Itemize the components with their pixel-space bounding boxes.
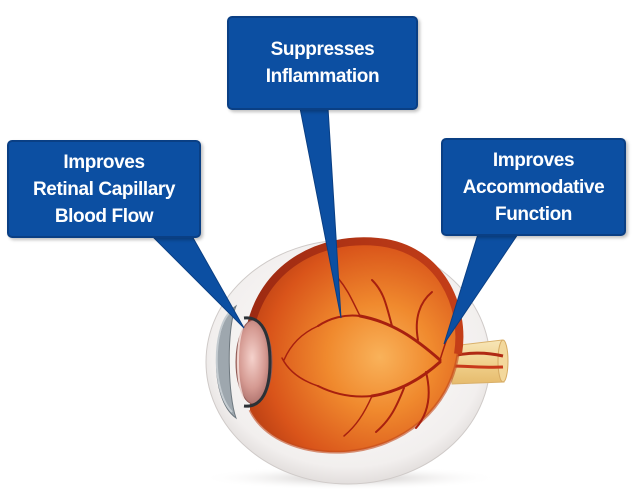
callout-line: Suppresses	[271, 36, 375, 63]
callout-line: Improves	[493, 147, 574, 174]
callout-line: Improves	[63, 149, 144, 176]
callout-line: Inflammation	[266, 63, 379, 90]
callout-accommodative-function: Improves Accommodative Function	[441, 138, 626, 236]
callout-line: Function	[495, 201, 572, 228]
callout-line: Accommodative	[463, 174, 605, 201]
callout-line: Blood Flow	[55, 203, 153, 230]
callout-retinal-blood-flow: Improves Retinal Capillary Blood Flow	[7, 140, 201, 238]
callout-suppresses-inflammation: Suppresses Inflammation	[227, 16, 418, 110]
callout-line: Retinal Capillary	[33, 176, 175, 203]
